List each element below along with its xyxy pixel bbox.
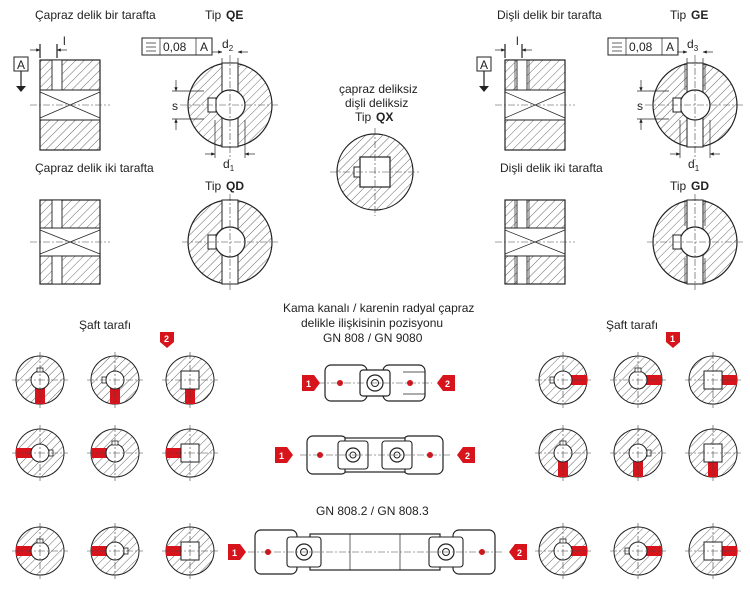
section-cross-one-side <box>30 44 110 151</box>
keyway-circle-left-r2c2 <box>87 425 143 481</box>
tip-ge-prefix: Tip <box>670 8 687 22</box>
marker-2-joint-bottom <box>509 544 527 560</box>
tolerance-datum-qe: A <box>200 40 208 54</box>
joint-single-top <box>318 364 432 402</box>
dim-s-ge: s <box>637 99 643 113</box>
keyway-title-1: Kama kanalı / karenin radyal çapraz <box>283 301 474 315</box>
marker-1-right <box>666 332 680 348</box>
label-no-cross-1: çapraz deliksiz <box>339 82 418 96</box>
marker-2-left <box>160 332 174 348</box>
keyway-circle-right-r1c2 <box>610 352 666 408</box>
tip-qx: QX <box>376 110 393 124</box>
dim-d1-qe: d1 <box>223 157 235 173</box>
tip-qe-prefix: Tip <box>205 8 222 22</box>
tolerance-frame-qe <box>141 37 213 56</box>
marker-2-joint-top-text: 2 <box>445 379 450 389</box>
marker-2-joint-top <box>437 375 455 391</box>
joint-double-middle <box>300 435 450 475</box>
marker-2-joint-bottom-text: 2 <box>517 548 522 558</box>
keyway-circle-right-r3c3 <box>685 523 741 579</box>
section-cross-two-sides <box>30 199 110 285</box>
keyway-circle-right-r2c3 <box>685 425 741 481</box>
keyway-circle-left-r3c3 <box>162 523 218 579</box>
marker-1-joint-bottom <box>228 544 246 560</box>
tip-qd-prefix: Tip <box>205 179 222 193</box>
label-cross-two-sides: Çapraz delik iki tarafta <box>35 161 154 175</box>
hub-end-view-ge <box>637 50 745 160</box>
dim-d1-ge: d1 <box>688 157 700 173</box>
marker-2-joint-middle <box>457 447 475 463</box>
tip-qe: QE <box>226 8 243 22</box>
dim-d2: d2 <box>222 37 234 53</box>
keyway-circle-left-r2c3 <box>162 425 218 481</box>
marker-1-joint-bottom-text: 1 <box>232 548 237 558</box>
keyway-circle-right-r3c1 <box>535 523 591 579</box>
keyway-circle-left-r1c1 <box>12 352 68 408</box>
marker-2-joint-middle-text: 2 <box>465 451 470 461</box>
keyway-circle-right-r3c2 <box>610 523 666 579</box>
models-bottom: GN 808.2 / GN 808.3 <box>316 504 429 518</box>
marker-2-left-text: 2 <box>164 334 169 344</box>
keyway-circle-right-r2c1 <box>535 425 591 481</box>
datum-a-ge-text: A <box>480 58 488 72</box>
label-no-cross-2: dişli deliksiz <box>345 96 408 110</box>
label-thread-one-side: Dişli delik bir tarafta <box>497 8 602 22</box>
keyway-circle-right-r1c3 <box>685 352 741 408</box>
label-cross-one-side: Çapraz delik bir tarafta <box>35 8 156 22</box>
tolerance-frame-ge <box>607 37 679 56</box>
tip-ge: GE <box>691 8 708 22</box>
datum-a-ge <box>476 56 492 92</box>
models-top: GN 808 / GN 9080 <box>323 331 423 345</box>
marker-1-joint-middle-text: 1 <box>279 451 284 461</box>
marker-1-joint-middle <box>275 447 293 463</box>
tip-gd: GD <box>691 179 709 193</box>
tolerance-datum-ge: A <box>666 40 674 54</box>
marker-1-joint-top-text: 1 <box>306 379 311 389</box>
marker-1-right-text: 1 <box>670 334 675 344</box>
keyway-circle-left-r3c2 <box>87 523 143 579</box>
hub-end-view-qx <box>330 128 420 216</box>
keyway-circle-left-r2c1 <box>12 425 68 481</box>
keyway-circle-right-r2c2 <box>610 425 666 481</box>
tip-qx-prefix: Tip <box>355 110 372 124</box>
joint-double-bottom <box>248 529 502 575</box>
tip-gd-prefix: Tip <box>670 179 687 193</box>
keyway-circle-right-r1c1 <box>535 352 591 408</box>
marker-1-joint-top <box>302 375 320 391</box>
dim-d3: d3 <box>687 37 699 53</box>
hub-end-view-gd <box>647 194 743 290</box>
tolerance-qe: 0,08 <box>163 40 187 54</box>
keyway-circle-left-r3c1 <box>12 523 68 579</box>
section-thread-one-side <box>495 44 575 151</box>
datum-a-qe <box>13 56 29 92</box>
keyway-circle-left-r1c3 <box>162 352 218 408</box>
dim-l-ge: l <box>516 34 519 48</box>
dim-l-qe: l <box>63 34 66 48</box>
shaft-side-right: Şaft tarafı <box>606 318 658 332</box>
dim-s-qe: s <box>172 99 178 113</box>
section-thread-two-sides <box>495 199 575 285</box>
datum-a-qe-text: A <box>17 58 25 72</box>
keyway-title-2: delikle ilişkisinin pozisyonu <box>301 316 443 330</box>
tip-qd: QD <box>226 179 244 193</box>
hub-end-view-qe <box>172 50 280 160</box>
shaft-side-left: Şaft tarafı <box>79 318 131 332</box>
keyway-circle-left-r1c2 <box>87 352 143 408</box>
hub-end-view-qd <box>182 194 278 290</box>
label-thread-two-sides: Dişli delik iki tarafta <box>500 161 603 175</box>
tolerance-ge: 0,08 <box>629 40 653 54</box>
